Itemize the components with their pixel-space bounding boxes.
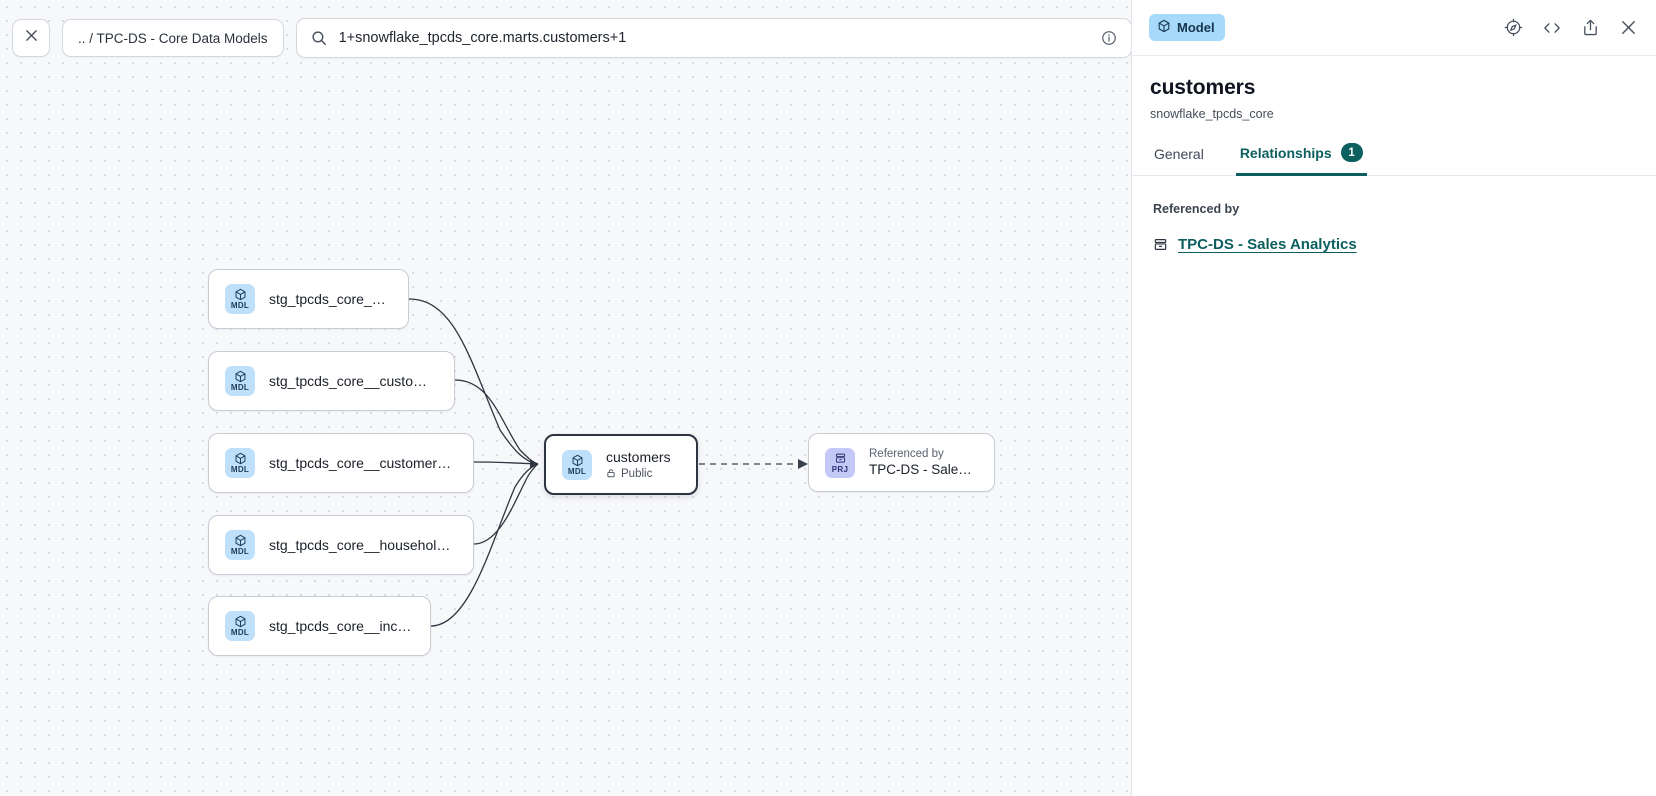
node-caption: Referenced by [869,448,944,460]
share-icon[interactable] [1581,18,1600,37]
model-badge: MDL [225,284,255,314]
close-icon [24,28,39,48]
lineage-node[interactable]: MDL stg_tpcds_core__customer_demogra… [208,433,474,493]
breadcrumb[interactable]: .. / TPC-DS - Core Data Models [62,19,284,57]
panel-tabs: General Relationships 1 [1132,143,1656,176]
badge-label: PRJ [831,464,849,474]
node-label: stg_tpcds_core__customer [269,291,389,307]
page-title: customers [1150,76,1256,99]
lineage-node-selected[interactable]: MDL customers Public [544,434,698,495]
project-badge: PRJ [825,447,855,478]
tab-label: General [1154,146,1204,162]
lineage-graph: MDL stg_tpcds_core__customer MDL stg_tpc… [208,269,995,656]
model-badge: MDL [225,530,255,560]
node-label: stg_tpcds_core__customer_address [269,373,436,389]
lineage-node-project[interactable]: PRJ Referenced by TPC-DS - Sales Analyti… [808,433,995,492]
list-item[interactable]: TPC-DS - Sales Analytics [1153,236,1638,253]
referenced-by-link[interactable]: TPC-DS - Sales Analytics [1178,236,1357,253]
breadcrumb-label: .. / TPC-DS - Core Data Models [78,30,268,46]
node-label: customers [606,448,671,465]
lineage-node[interactable]: MDL stg_tpcds_core__household_demogr… [208,515,474,575]
node-label: TPC-DS - Sales Analytics [869,462,978,477]
model-badge: MDL [225,366,255,396]
node-label: stg_tpcds_core__household_demogr… [269,537,455,553]
lineage-node[interactable]: MDL stg_tpcds_core__customer_address [208,351,455,411]
tab-relationships[interactable]: Relationships 1 [1235,143,1367,176]
close-lineage-button[interactable] [12,19,50,57]
canvas-toolbar: .. / TPC-DS - Core Data Models [12,18,1131,58]
tab-general[interactable]: General [1150,146,1208,176]
lineage-canvas[interactable]: .. / TPC-DS - Core Data Models [0,0,1131,796]
resource-type-badge: Model [1149,14,1225,41]
tab-count-badge: 1 [1340,143,1363,162]
node-label: stg_tpcds_core__customer_demogra… [269,455,455,471]
page-subtitle: snowflake_tpcds_core [1150,107,1274,121]
panel-actions [1504,18,1638,38]
badge-label: MDL [567,466,587,476]
model-badge: MDL [225,611,255,641]
search-icon [311,30,327,46]
project-icon [1153,237,1168,252]
resource-type-label: Model [1177,20,1215,35]
section-label-referenced-by: Referenced by [1153,202,1240,216]
panel-title-block: customers snowflake_tpcds_core [1132,56,1656,121]
cube-icon [1157,19,1171,36]
badge-label: MDL [230,547,250,556]
relationships-panel: Referenced by TPC-DS - Sales Analytics [1132,176,1656,253]
search-box[interactable] [295,18,1131,58]
badge-label: MDL [230,628,250,637]
badge-label: MDL [230,465,250,474]
lineage-node[interactable]: MDL stg_tpcds_core__income_band [208,596,431,656]
details-panel: Model [1131,0,1656,796]
node-visibility: Public [606,468,680,481]
code-icon[interactable] [1542,18,1562,38]
focus-icon[interactable] [1504,18,1523,37]
node-label: stg_tpcds_core__income_band [269,618,412,634]
lineage-edges [408,298,808,627]
tab-label: Relationships [1239,144,1332,161]
lock-icon [606,468,616,481]
search-input[interactable] [326,30,1101,46]
visibility-label: Public [621,468,653,480]
badge-label: MDL [230,301,250,310]
model-badge: MDL [225,448,255,478]
lineage-node[interactable]: MDL stg_tpcds_core__customer [208,269,409,329]
badge-label: MDL [230,383,250,392]
model-badge: MDL [562,449,592,480]
close-icon[interactable] [1619,18,1638,37]
panel-header: Model [1132,0,1656,56]
info-icon[interactable] [1101,30,1117,46]
